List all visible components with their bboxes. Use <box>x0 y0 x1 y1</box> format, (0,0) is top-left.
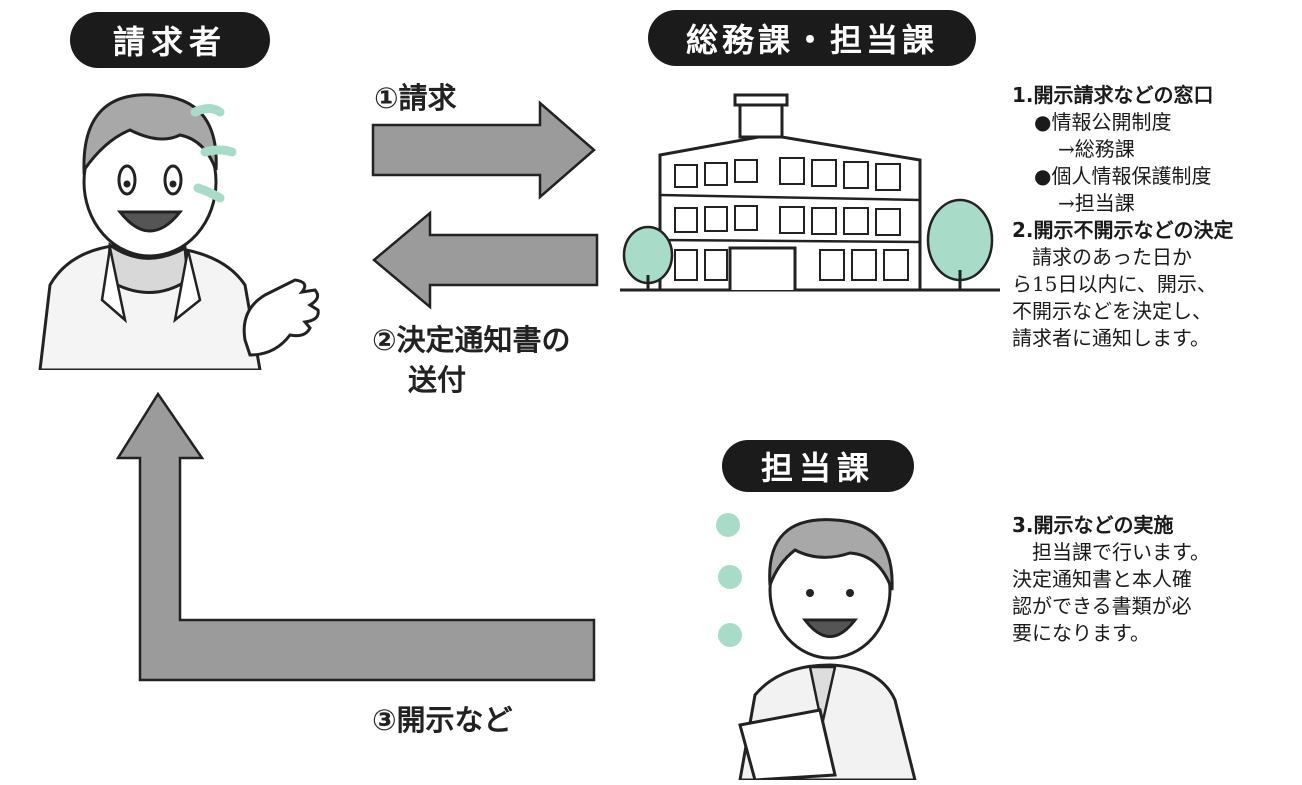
general-affairs-label: 総務課・担当課 <box>648 10 976 66</box>
requester-illustration <box>10 70 330 370</box>
requester-label: 請求者 <box>70 12 270 68</box>
office-building-illustration <box>620 93 1000 292</box>
note3-line: 決定通知書と本人確 <box>1012 567 1192 591</box>
arrow-request-right <box>371 100 596 200</box>
general-affairs-label-text: 総務課・担当課 <box>685 21 938 59</box>
department-label-text: 担当課 <box>760 449 875 487</box>
note1-item1-sub: →総務課 <box>1058 137 1135 161</box>
note1-item2: ●個人情報保護制度 <box>1034 164 1212 188</box>
department-label: 担当課 <box>722 440 914 492</box>
step2-label-line2: 送付 <box>408 363 467 397</box>
note3-line: 担当課で行います。 <box>1012 540 1210 564</box>
note1-title: 1.開示請求などの窓口 <box>1012 83 1214 107</box>
note1-item2-sub: →担当課 <box>1058 191 1135 215</box>
note2-line: 請求者に通知します。 <box>1012 326 1210 350</box>
note2-line: 不開示などを決定し、 <box>1012 299 1212 323</box>
note3-title: 3.開示などの実施 <box>1012 513 1174 537</box>
tree-right-icon <box>926 198 994 290</box>
step1-label: ①請求 <box>374 81 457 115</box>
arrow-disclosure-return <box>115 391 596 682</box>
notes-block-3: 3.開示などの実施 担当課で行います。 決定通知書と本人確 認ができる書類が必 … <box>1012 512 1210 647</box>
note2-line: ら15日以内に、開示、 <box>1012 272 1217 296</box>
step3-label: ③開示など <box>372 703 513 737</box>
requester-label-text: 請求者 <box>112 23 227 61</box>
note1-item1: ●情報公開制度 <box>1034 110 1172 134</box>
note2-line: 請求のあった日か <box>1012 245 1192 269</box>
step2-label-line1: ②決定通知書の <box>372 323 571 357</box>
department-staff-illustration <box>716 513 917 780</box>
tree-left-icon <box>622 225 674 290</box>
note3-line: 認ができる書類が必 <box>1012 594 1192 618</box>
notes-block-1-2: 1.開示請求などの窓口 ●情報公開制度 →総務課 ●個人情報保護制度 →担当課 … <box>1012 82 1234 352</box>
note3-line: 要になります。 <box>1012 621 1150 645</box>
note2-title: 2.開示不開示などの決定 <box>1012 218 1234 242</box>
arrow-notice-left <box>372 210 599 310</box>
